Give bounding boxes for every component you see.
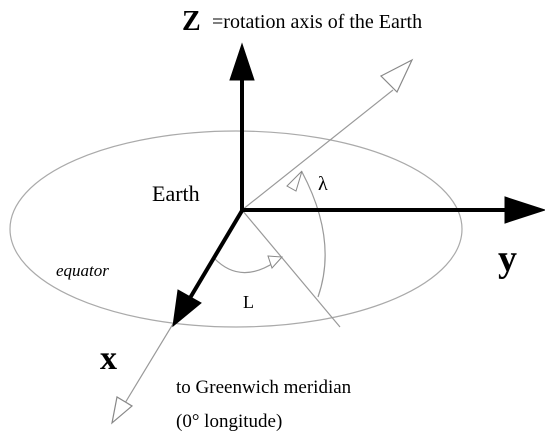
projection-line [241,209,341,328]
lambda-label: λ [318,173,328,195]
earth-label: Earth [152,181,200,206]
lambda-arc-arrowhead [286,170,303,192]
z-axis-label: Z [182,6,201,37]
y-axis-arrowhead [504,196,545,224]
greenwich-label-line1: to Greenwich meridian [176,377,352,398]
longitude-arc [213,257,276,274]
point-direction-arrowhead-open [379,58,414,94]
equator-ellipse [9,130,463,328]
x-axis-label: x [100,340,117,377]
x-axis [188,207,245,300]
greenwich-arrowhead-open [111,396,134,425]
lambda-arc [301,171,326,298]
y-axis-label: y [498,238,517,280]
greenwich-label-line2: (0° longitude) [176,411,282,432]
longitude-arc-arrowhead [267,255,284,269]
z-axis-arrowhead [229,42,255,81]
equator-label: equator [56,261,109,280]
z-axis-caption: =rotation axis of the Earth [212,11,422,33]
x-axis-arrowhead [172,289,202,328]
longitude-label: L [243,292,254,312]
point-direction-line [241,89,394,211]
